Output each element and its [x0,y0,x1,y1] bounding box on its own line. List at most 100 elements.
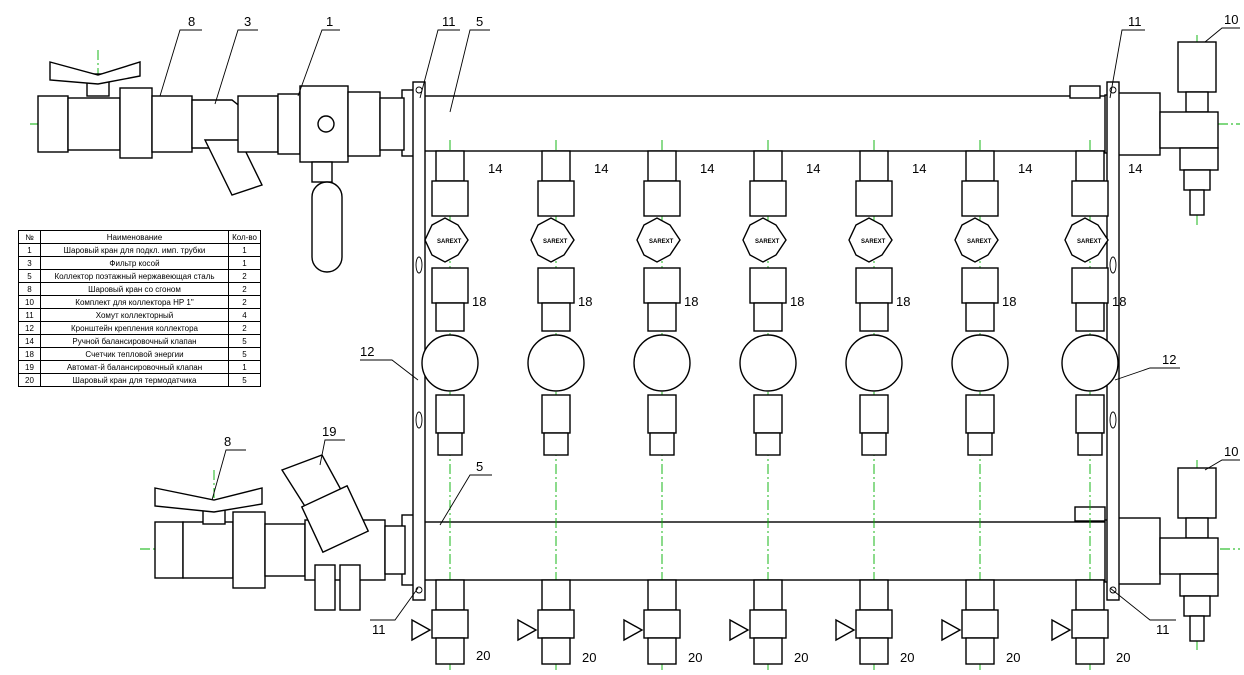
column-header-name: Наименование [40,230,229,244]
valve-brand-logo: SAREXT [543,239,568,245]
branch-outlet: SAREXT [623,140,691,670]
callout-20: 20 [476,648,490,663]
row-number: 20 [18,373,41,387]
valve-brand-logo: SAREXT [861,239,886,245]
row-number: 18 [18,347,41,361]
row-number: 19 [18,360,41,374]
callout-3: 3 [244,14,251,29]
row-number: 12 [18,321,41,335]
branch-outlet: SAREXT [517,140,585,670]
callout-18: 18 [684,294,698,309]
callout-20: 20 [688,650,702,665]
row-quantity: 2 [228,269,261,283]
branch-outlet: SAREXT [835,140,903,670]
valve-brand-logo: SAREXT [755,239,780,245]
row-name: Фильтр косой [40,256,229,270]
row-quantity: 2 [228,321,261,335]
callout-20: 20 [1006,650,1020,665]
branch-outlet: SAREXT [1051,140,1119,670]
table-header-row: № Наименование Кол-во [18,230,261,244]
callout-14: 14 [700,161,714,176]
row-quantity: 1 [228,360,261,374]
valve-brand-logo: SAREXT [437,239,462,245]
callout-20: 20 [1116,650,1130,665]
row-quantity: 5 [228,373,261,387]
callout-11-top-right: 11 [1128,14,1142,29]
row-quantity: 5 [228,334,261,348]
callout-5-bottom: 5 [476,459,483,474]
callout-14: 14 [488,161,502,176]
row-quantity: 2 [228,282,261,296]
callout-8-supply: 8 [188,14,195,29]
row-number: 8 [18,282,41,296]
callout-18: 18 [1112,294,1126,309]
row-quantity: 1 [228,256,261,270]
return-inlet-fittings [154,454,406,611]
row-number: 1 [18,243,41,257]
callout-10-bottom: 10 [1224,444,1238,459]
callout-12-left: 12 [360,344,374,359]
branch-outlet: SAREXT [411,140,479,670]
row-quantity: 2 [228,295,261,309]
callout-20: 20 [900,650,914,665]
callout-8-return: 8 [224,434,231,449]
callout-14: 14 [912,161,926,176]
row-number: 3 [18,256,41,270]
row-name: Кронштейн крепления коллектора [40,321,229,335]
row-name: Ручной балансировочный клапан [40,334,229,348]
callout-14: 14 [1018,161,1032,176]
callout-19: 19 [322,424,336,439]
row-name: Счетчик тепловой энергии [40,347,229,361]
row-number: 11 [18,308,41,322]
callout-18: 18 [1002,294,1016,309]
leader-lines [159,27,1240,621]
row-number: 14 [18,334,41,348]
mounting-brackets [412,81,1120,601]
branch-outlet: SAREXT [941,140,1009,670]
row-quantity: 4 [228,308,261,322]
column-header-number: № [18,230,41,244]
callout-18: 18 [896,294,910,309]
callouts: 8 3 1 11 5 11 10 10 8 19 5 12 12 11 11 1… [188,12,1238,665]
row-number: 10 [18,295,41,309]
row-name: Автомат-й балансировочный клапан [40,360,229,374]
branch-outlets: SAREXT SAREXT [411,140,1119,670]
callout-5-top: 5 [476,14,483,29]
row-name: Хомут коллекторный [40,308,229,322]
callout-10-top: 10 [1224,12,1238,27]
valve-brand-logo: SAREXT [967,239,992,245]
row-quantity: 1 [228,243,261,257]
callout-18: 18 [472,294,486,309]
right-vent-kits [1159,41,1219,642]
callout-18: 18 [790,294,804,309]
callout-20: 20 [582,650,596,665]
supply-inlet-fittings [37,61,405,273]
callout-14: 14 [806,161,820,176]
callout-1: 1 [326,14,333,29]
row-name: Шаровый кран для термодатчика [40,373,229,387]
callout-14: 14 [1128,161,1142,176]
supply-manifold [401,85,1161,157]
valve-brand-logo: SAREXT [1077,239,1102,245]
callout-12-right: 12 [1162,352,1176,367]
branch-outlet: SAREXT [729,140,797,670]
row-quantity: 5 [228,347,261,361]
column-header-quantity: Кол-во [228,230,261,244]
row-number: 5 [18,269,41,283]
row-name: Шаровый кран для подкл. имп. трубки [40,243,229,257]
callout-11-bottom-right: 11 [1156,622,1170,637]
callout-11-top-left: 11 [442,14,456,29]
return-manifold [401,506,1161,586]
callout-20: 20 [794,650,808,665]
valve-brand-logo: SAREXT [649,239,674,245]
